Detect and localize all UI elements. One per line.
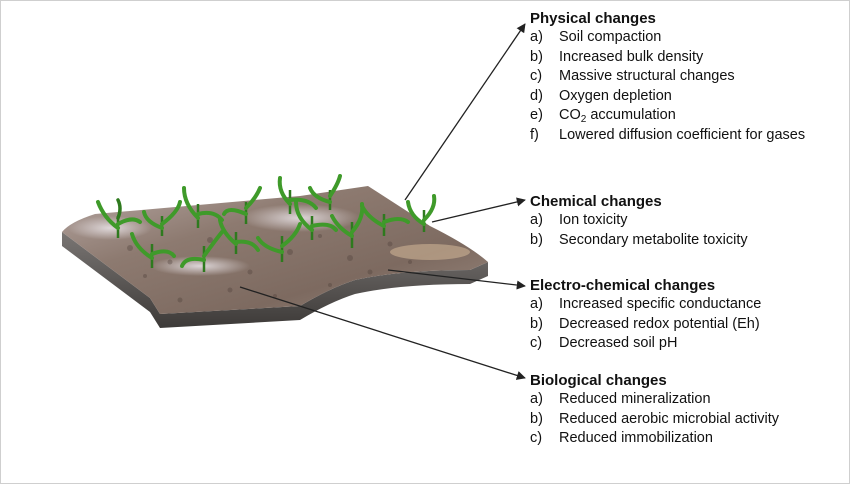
arrow-to-biological — [239, 286, 526, 380]
seedling — [142, 200, 182, 236]
seedling — [218, 218, 260, 254]
seedling — [180, 230, 224, 272]
item-text: Reduced immobilization — [559, 430, 713, 447]
list-item: a) Reduced mineralization — [530, 390, 840, 410]
item-text: Massive structural changes — [559, 68, 735, 85]
item-text: Decreased redox potential (Eh) — [559, 315, 760, 332]
list-item: d) Oxygen depletion — [530, 87, 840, 107]
seedling — [294, 200, 338, 240]
soil-texture — [127, 234, 412, 303]
maize-seedlings — [96, 174, 437, 272]
accumulation-text: accumulation — [586, 107, 676, 124]
item-text: Oxygen depletion — [559, 87, 672, 104]
item-marker: d) — [530, 87, 543, 104]
item-text: Secondary metabolite toxicity — [559, 231, 748, 248]
list-item: b) Increased bulk density — [530, 48, 840, 68]
list-item: a) Increased specific conductance — [530, 295, 840, 315]
list-item: c) Reduced immobilization — [530, 429, 840, 449]
seedling — [308, 174, 342, 210]
item-text: Decreased soil pH — [559, 335, 678, 352]
list-item: b) Reduced aerobic microbial activity — [530, 410, 840, 430]
item-text: Reduced aerobic microbial activity — [559, 410, 780, 427]
item-text: Lowered diffusion coefficient for gases — [559, 126, 806, 143]
water-sheen — [150, 256, 250, 276]
list-item: b) Decreased redox potential (Eh) — [530, 315, 840, 335]
seedling — [406, 194, 437, 232]
arrow-to-electro — [387, 269, 526, 290]
seedling — [130, 232, 176, 268]
item-marker: b) — [530, 410, 543, 427]
item-marker: f) — [530, 126, 539, 143]
subscript-2: 2 — [580, 114, 587, 126]
arrow-to-physical — [404, 23, 526, 201]
item-text: CO2 accumulation — [559, 107, 676, 126]
biological-changes-title: Biological changes — [530, 372, 667, 389]
item-text: Ion toxicity — [559, 212, 628, 228]
list-item: b) Secondary metabolite toxicity — [530, 231, 840, 251]
electro-chemical-changes-title: Electro-chemical changes — [530, 277, 716, 294]
seedling — [222, 186, 262, 224]
item-marker: c) — [530, 335, 543, 352]
seedling — [256, 222, 302, 262]
chemical-changes-title: Chemical changes — [530, 193, 662, 210]
seedling — [360, 204, 410, 236]
list-item: c) Decreased soil pH — [530, 334, 840, 354]
list-item: a) Ion toxicity — [530, 211, 840, 231]
item-marker: c) — [530, 430, 543, 447]
water-sheen — [390, 244, 470, 260]
item-marker: c) — [530, 68, 543, 85]
list-item: a) Soil compaction — [530, 28, 840, 48]
chemical-changes-group: Chemical changes a) Ion toxicity b) Seco… — [530, 192, 840, 250]
item-marker: a) — [530, 212, 543, 228]
item-marker: b) — [530, 315, 543, 332]
list-item: e) CO2 accumulation — [530, 106, 840, 126]
item-marker: a) — [530, 296, 543, 312]
seedling — [96, 198, 142, 238]
list-item: c) Massive structural changes — [530, 67, 840, 87]
item-marker: a) — [530, 29, 543, 45]
item-text: Soil compaction — [559, 29, 662, 45]
co2-text: CO — [559, 107, 581, 124]
electro-chemical-changes-group: Electro-chemical changes a) Increased sp… — [530, 276, 840, 354]
item-text: Reduced mineralization — [559, 391, 711, 407]
soil-slab-side — [62, 232, 488, 328]
item-marker: e) — [530, 107, 543, 124]
list-item: f) Lowered diffusion coefficient for gas… — [530, 126, 840, 146]
item-marker: a) — [530, 391, 543, 407]
item-marker: b) — [530, 231, 543, 248]
biological-changes-group: Biological changes a) Reduced mineraliza… — [530, 371, 840, 449]
item-text: Increased bulk density — [559, 48, 704, 65]
physical-changes-title: Physical changes — [530, 10, 656, 27]
seedling — [277, 176, 318, 214]
arrow-to-chemical — [431, 197, 526, 223]
item-marker: b) — [530, 48, 543, 65]
item-text: Increased specific conductance — [559, 296, 762, 312]
physical-changes-group: Physical changes a) Soil compaction b) I… — [530, 9, 840, 146]
